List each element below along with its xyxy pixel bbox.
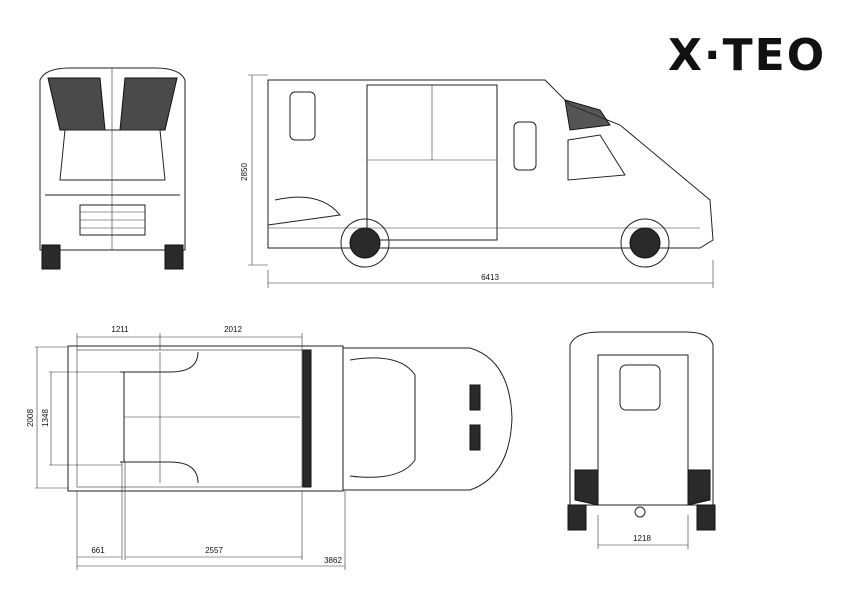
dim-top-width-inner: 1348 [41,409,50,427]
side-dimensions [248,74,714,288]
side-view [267,79,714,268]
top-dimensions [35,333,346,570]
dim-top-total: 3862 [324,556,342,565]
dim-side-length: 6413 [481,273,499,282]
dim-top-bottom-2: 2557 [205,546,223,555]
dim-side-height: 2850 [240,163,249,181]
rear-dimensions [597,515,689,549]
front-view [39,67,186,270]
dim-rear-width: 1218 [633,534,651,543]
rear-view [567,331,716,531]
top-view [67,345,513,492]
dim-top-width-outer: 2008 [26,409,35,427]
dim-top-section-1: 1211 [111,325,129,334]
dim-top-section-2: 2012 [224,325,242,334]
brand-logo: X·TEO [668,30,827,81]
dim-top-bottom-1: 661 [91,546,105,555]
